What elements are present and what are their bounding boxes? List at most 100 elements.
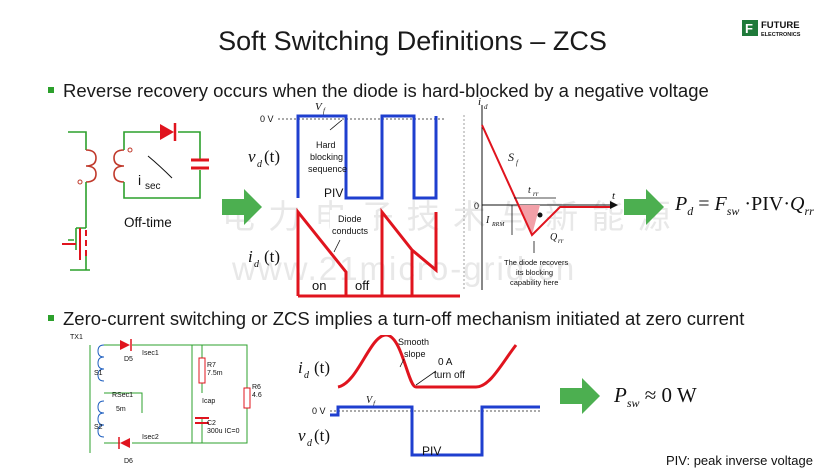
arrow-right-icon <box>560 378 600 414</box>
vf-label: V <box>315 101 323 113</box>
svg-text:0 A: 0 A <box>438 357 453 368</box>
logo-line1: FUTURE <box>761 20 800 31</box>
svg-text:d: d <box>307 438 313 449</box>
id-waveform-bottom <box>337 335 518 389</box>
bullet-zcs: Zero-current switching or ZCS implies a … <box>48 308 744 330</box>
diode-icon <box>120 340 130 350</box>
formula-pd: Pd = Fsw ·PIV·Qrr <box>675 193 814 218</box>
svg-text:0 V: 0 V <box>312 406 326 416</box>
off-time-label: Off-time <box>124 215 172 230</box>
svg-text:4.6: 4.6 <box>252 392 262 399</box>
svg-text:RSec1: RSec1 <box>112 392 133 399</box>
svg-text:d: d <box>304 370 310 381</box>
id-axis-label-bottom: i <box>298 358 303 377</box>
arrow-right-icon <box>624 189 664 225</box>
bullet-icon <box>48 87 54 94</box>
svg-text:R6: R6 <box>252 384 261 391</box>
svg-text:5m: 5m <box>116 406 126 413</box>
svg-text:V: V <box>366 395 374 406</box>
svg-text:Hard: Hard <box>316 140 336 150</box>
svg-text:300u IC=0: 300u IC=0 <box>207 428 240 435</box>
logo-line2: ELECTRONICS <box>761 32 801 38</box>
bullet1-text: Reverse recovery occurs when the diode i… <box>63 80 709 101</box>
svg-text:S2: S2 <box>94 424 103 431</box>
irrm-label: I <box>485 215 490 226</box>
piv-label-bottom: PIV <box>422 444 441 458</box>
vd-axis-label-bottom: v <box>298 426 306 445</box>
mosfet-icon <box>62 228 87 260</box>
svg-text:(t): (t) <box>264 147 280 166</box>
svg-text:slope: slope <box>404 349 426 359</box>
svg-text:turn off: turn off <box>434 370 465 381</box>
bullet2-text: Zero-current switching or ZCS implies a … <box>63 308 745 329</box>
svg-text:conducts: conducts <box>332 226 369 236</box>
svg-text:(t): (t) <box>264 247 280 266</box>
flyback-circuit-top: i sec Off-time <box>62 123 209 271</box>
trr-label: t <box>528 185 531 196</box>
svg-text:d: d <box>254 259 260 270</box>
footnote: PIV: peak inverse voltage <box>666 453 813 468</box>
isec-label: i <box>138 172 141 188</box>
capacitor-icon <box>191 158 209 170</box>
svg-text:(t): (t) <box>314 358 330 377</box>
svg-text:Isec1: Isec1 <box>142 350 159 357</box>
formula-psw: Psw ≈ 0 W <box>614 383 697 411</box>
t-axis-label: t <box>612 190 616 202</box>
brand-logo: F FUTURE ELECTRONICS <box>742 18 822 40</box>
svg-text:F: F <box>745 21 753 36</box>
svg-text:S1: S1 <box>94 370 103 377</box>
svg-text:f: f <box>373 400 376 408</box>
svg-text:C2: C2 <box>207 420 216 427</box>
svg-text:Smooth: Smooth <box>398 337 429 347</box>
reverse-recovery-plot: i d t 0 S f t rr I RRM Q rr The diode re… <box>463 96 618 290</box>
svg-text:7.5m: 7.5m <box>207 370 223 377</box>
resistor-icon <box>198 357 206 384</box>
svg-text:TX1: TX1 <box>70 334 83 341</box>
qrr-area <box>518 205 540 235</box>
arrow-right-icon <box>222 189 262 225</box>
svg-text:blocking: blocking <box>310 152 343 162</box>
svg-text:RRM: RRM <box>491 222 505 228</box>
watermark-url: www.21micro-grid.cn <box>232 250 577 287</box>
zero-v-label: 0 V <box>260 114 274 124</box>
svg-text:0: 0 <box>474 201 479 211</box>
svg-text:D5: D5 <box>124 356 133 363</box>
svg-text:Diode: Diode <box>338 214 362 224</box>
zcs-circuit: TX1 S1 S2 D5 D6 Isec1 Isec2 RSec1 5m R7 … <box>70 334 262 465</box>
id-axis-label: i <box>248 247 253 266</box>
svg-text:sequence: sequence <box>308 164 347 174</box>
svg-text:D6: D6 <box>124 458 133 465</box>
svg-text:The diode recovers: The diode recovers <box>504 258 568 267</box>
qrr-label: Q <box>550 232 558 243</box>
page-title: Soft Switching Definitions – ZCS <box>218 26 607 56</box>
bottom-waveforms: Smooth slope 0 A turn off i d (t) 0 V V … <box>298 335 540 458</box>
resistor-icon <box>243 387 251 409</box>
svg-text:sec: sec <box>145 181 161 192</box>
svg-text:R7: R7 <box>207 362 216 369</box>
id-axis-top: i <box>478 96 481 108</box>
svg-text:Icap: Icap <box>202 398 215 405</box>
sf-label: S <box>508 150 514 164</box>
svg-text:d: d <box>484 103 488 111</box>
vd-axis-label: v <box>248 147 256 166</box>
off-label: off <box>355 278 370 293</box>
svg-text:rr: rr <box>558 237 564 245</box>
svg-text:rr: rr <box>533 190 539 198</box>
diode-icon <box>160 123 177 141</box>
svg-text:Isec2: Isec2 <box>142 434 159 441</box>
vd-waveform-top <box>296 114 438 200</box>
top-waveforms: 0 V V f Hard blocking sequence v d (t) P… <box>248 101 460 298</box>
on-label: on <box>312 278 326 293</box>
bullet-reverse-recovery: Reverse recovery occurs when the diode i… <box>48 80 709 102</box>
vd-waveform-bottom <box>330 405 540 457</box>
svg-text:(t): (t) <box>314 426 330 445</box>
svg-text:its blocking: its blocking <box>516 268 553 277</box>
svg-text:f: f <box>323 107 326 115</box>
svg-text:f: f <box>516 159 519 167</box>
svg-text:capability here: capability here <box>510 278 558 287</box>
bullet-icon <box>48 315 54 322</box>
svg-text:d: d <box>257 159 263 170</box>
diode-icon <box>120 438 130 448</box>
piv-label-top: PIV <box>324 186 343 200</box>
recovery-current-curve <box>481 124 610 237</box>
